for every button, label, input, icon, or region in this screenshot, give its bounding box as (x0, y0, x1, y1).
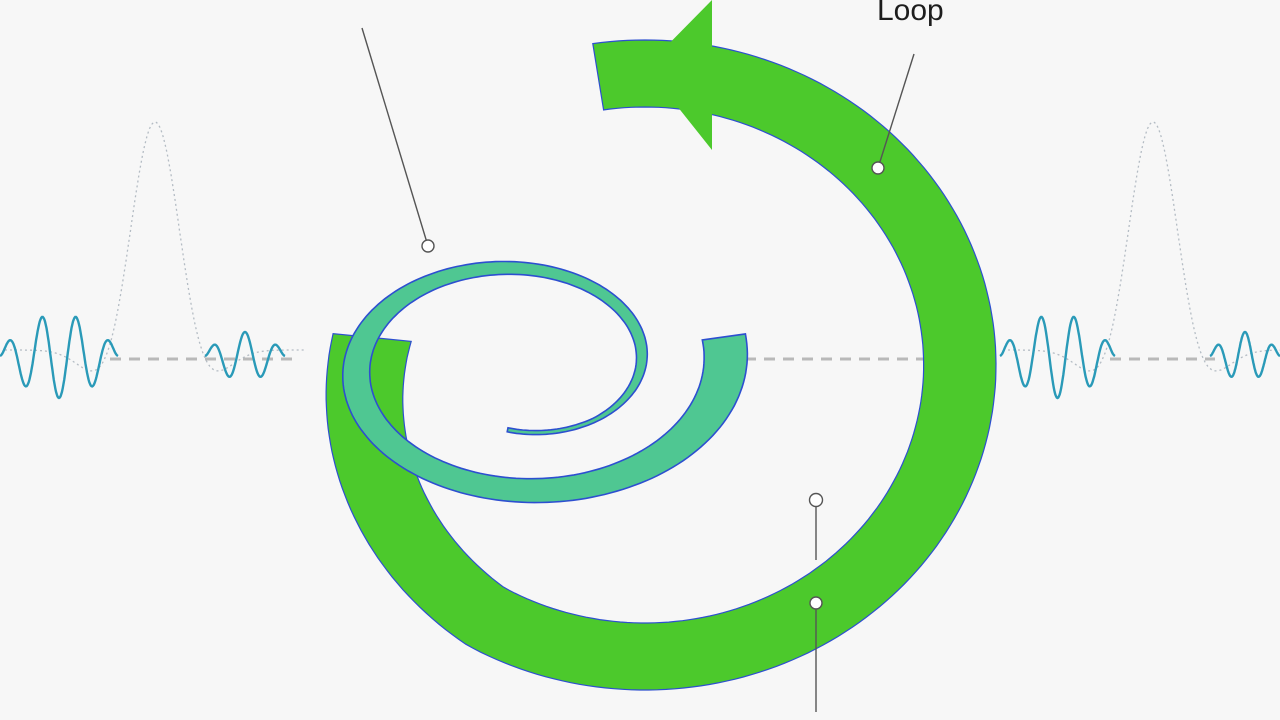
outer-loop-spiral-band (325, 39, 997, 691)
inner-spiral-band (342, 260, 749, 504)
signal-wave-left-outer (0, 315, 119, 400)
marker-loop (871, 161, 885, 175)
marker-outer-band (809, 596, 823, 610)
marker-middle (808, 492, 824, 508)
signal-wave-right-inner (999, 315, 1116, 400)
ghost-envelope-wave-left (5, 121, 305, 372)
marker-inner-spiral (421, 239, 435, 253)
arrow-head-icon (646, 0, 712, 150)
leader-line-loop (877, 53, 915, 169)
signal-wave-left-inner (204, 330, 286, 379)
loop-label: Loop (877, 0, 944, 27)
leader-line-top-left (361, 27, 429, 247)
signal-wave-right-outer (1209, 330, 1280, 379)
ghost-envelope-wave-right (1003, 121, 1280, 372)
